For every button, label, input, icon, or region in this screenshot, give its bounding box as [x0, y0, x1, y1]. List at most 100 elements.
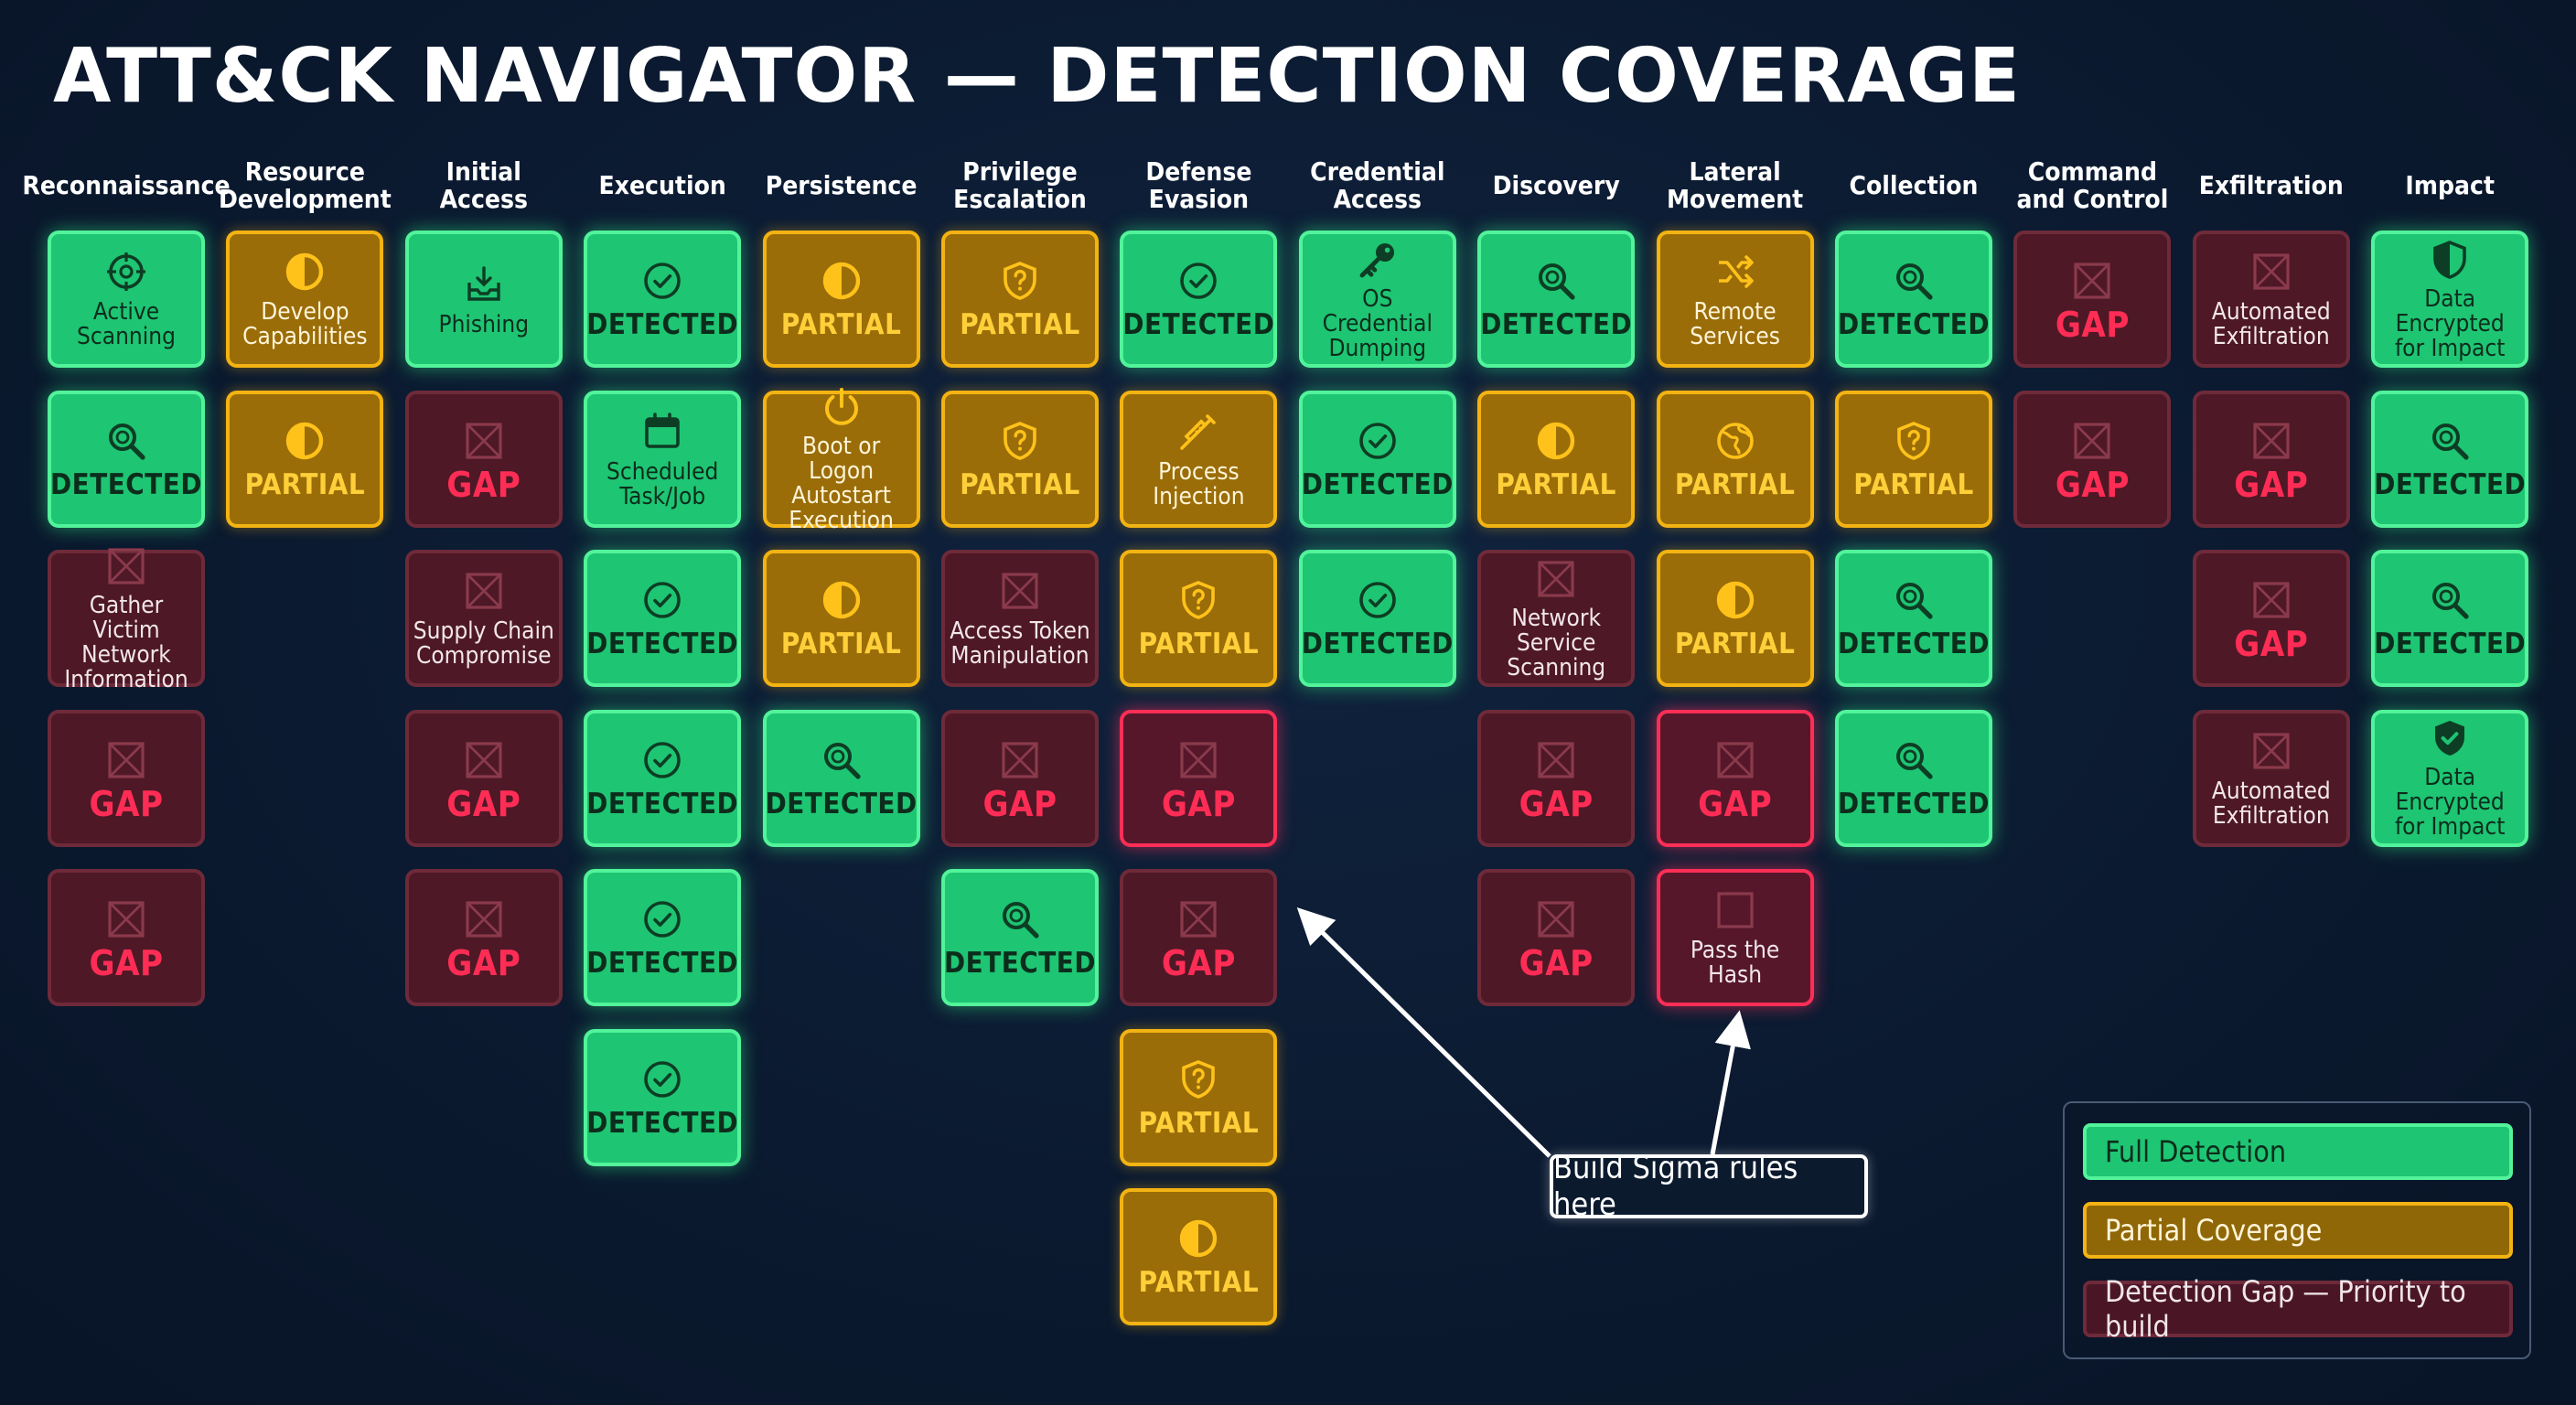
- technique-name: Data Encrypted for Impact: [2394, 284, 2506, 362]
- technique-cell-discovery-3[interactable]: Network Service Scanning: [1477, 550, 1636, 687]
- technique-cell-privilege-escalation-1[interactable]: PARTIAL: [941, 231, 1099, 368]
- technique-cell-lateral-movement-1[interactable]: Remote Services: [1656, 231, 1814, 368]
- shield-question-icon: [998, 418, 1042, 464]
- technique-cell-exfiltration-4[interactable]: Automated Exfiltration: [2192, 709, 2350, 847]
- technique-cell-persistence-2[interactable]: Boot or Logon Autostart Execution: [762, 387, 920, 532]
- technique-cell-execution-3[interactable]: DETECTED: [584, 550, 742, 687]
- technique-cell-persistence-4[interactable]: DETECTED: [762, 709, 920, 847]
- technique-cell-execution-6[interactable]: DETECTED: [584, 1028, 742, 1166]
- technique-cell-privilege-escalation-4[interactable]: GAP: [941, 709, 1099, 847]
- status-label: DETECTED: [50, 467, 203, 501]
- technique-cell-defense-evasion-3[interactable]: PARTIAL: [1120, 550, 1278, 687]
- technique-cell-collection-1[interactable]: DETECTED: [1835, 231, 1992, 368]
- globe-icon: [1713, 418, 1757, 464]
- technique-cell-reconnaissance-3[interactable]: Gather Victim Network Information: [48, 548, 205, 692]
- technique-cell-collection-3[interactable]: DETECTED: [1835, 550, 1992, 687]
- technique-cell-persistence-3[interactable]: PARTIAL: [762, 550, 920, 687]
- technique-name: Network Service Scanning: [1507, 604, 1606, 681]
- technique-cell-lateral-movement-5[interactable]: Pass the Hash: [1656, 869, 1814, 1006]
- technique-cell-discovery-4[interactable]: GAP: [1477, 709, 1636, 847]
- technique-cell-reconnaissance-4[interactable]: GAP: [48, 709, 205, 847]
- technique-cell-defense-evasion-6[interactable]: PARTIAL: [1120, 1028, 1278, 1166]
- technique-cell-credential-access-1[interactable]: OS Credential Dumping: [1298, 231, 1456, 368]
- status-label: GAP: [2234, 624, 2309, 664]
- status-label: GAP: [446, 943, 521, 983]
- technique-cell-impact-2[interactable]: DETECTED: [2371, 390, 2529, 528]
- technique-cell-initial-access-3[interactable]: Supply Chain Compromise: [404, 550, 563, 687]
- technique-cell-exfiltration-1[interactable]: Automated Exfiltration: [2192, 231, 2350, 368]
- technique-cell-reconnaissance-1[interactable]: Active Scanning: [48, 231, 205, 368]
- target-icon: [104, 249, 148, 295]
- half-circle-icon: [1534, 418, 1578, 464]
- technique-cell-initial-access-5[interactable]: GAP: [404, 869, 563, 1006]
- technique-cell-command-and-control-2[interactable]: GAP: [2013, 390, 2172, 528]
- technique-cell-impact-3[interactable]: DETECTED: [2371, 550, 2529, 687]
- technique-cell-impact-4[interactable]: Data Encrypted for Impact: [2371, 709, 2529, 847]
- x-box-icon: [104, 737, 148, 783]
- x-box-icon: [2249, 249, 2293, 295]
- check-circle-icon: [1356, 418, 1400, 464]
- technique-cell-defense-evasion-1[interactable]: DETECTED: [1120, 231, 1278, 368]
- technique-cell-exfiltration-3[interactable]: GAP: [2192, 550, 2350, 687]
- empty-box-icon: [1713, 887, 1757, 933]
- status-label: DETECTED: [586, 308, 739, 341]
- technique-cell-defense-evasion-4[interactable]: GAP: [1120, 709, 1278, 847]
- technique-cell-command-and-control-1[interactable]: GAP: [2013, 231, 2172, 368]
- technique-cell-execution-1[interactable]: DETECTED: [584, 231, 742, 368]
- technique-cell-reconnaissance-5[interactable]: GAP: [48, 869, 205, 1006]
- technique-cell-discovery-2[interactable]: PARTIAL: [1477, 390, 1636, 528]
- tactic-header-discovery: Discovery: [1492, 170, 1620, 200]
- status-label: PARTIAL: [1138, 1106, 1260, 1140]
- technique-cell-execution-5[interactable]: DETECTED: [584, 869, 742, 1006]
- x-box-icon: [1176, 896, 1220, 942]
- legend-partial-coverage: Partial Coverage: [2083, 1202, 2513, 1259]
- technique-cell-reconnaissance-2[interactable]: DETECTED: [48, 390, 205, 528]
- technique-cell-resource-development-1[interactable]: Develop Capabilities: [226, 231, 384, 368]
- technique-cell-privilege-escalation-2[interactable]: PARTIAL: [941, 390, 1099, 528]
- technique-cell-persistence-1[interactable]: PARTIAL: [762, 231, 920, 368]
- status-label: DETECTED: [586, 627, 739, 660]
- technique-cell-impact-1[interactable]: Data Encrypted for Impact: [2371, 231, 2529, 368]
- technique-cell-defense-evasion-2[interactable]: Process Injection: [1120, 390, 1278, 528]
- technique-cell-initial-access-2[interactable]: GAP: [404, 390, 563, 528]
- technique-cell-execution-2[interactable]: Scheduled Task/Job: [584, 390, 742, 528]
- half-circle-icon: [1176, 1216, 1220, 1261]
- x-box-icon: [1534, 737, 1578, 783]
- technique-name: OS Credential Dumping: [1322, 284, 1433, 362]
- technique-cell-privilege-escalation-3[interactable]: Access Token Manipulation: [941, 550, 1099, 687]
- technique-cell-initial-access-4[interactable]: GAP: [404, 709, 563, 847]
- technique-cell-privilege-escalation-5[interactable]: DETECTED: [941, 869, 1099, 1006]
- technique-cell-discovery-5[interactable]: GAP: [1477, 869, 1636, 1006]
- check-circle-icon: [640, 1056, 684, 1102]
- status-label: DETECTED: [1838, 308, 1991, 341]
- technique-cell-lateral-movement-3[interactable]: PARTIAL: [1656, 550, 1814, 687]
- technique-cell-credential-access-3[interactable]: DETECTED: [1298, 550, 1456, 687]
- technique-cell-initial-access-1[interactable]: Phishing: [404, 231, 563, 368]
- technique-cell-defense-evasion-7[interactable]: PARTIAL: [1120, 1188, 1278, 1325]
- technique-cell-execution-4[interactable]: DETECTED: [584, 709, 742, 847]
- half-circle-icon: [283, 418, 327, 464]
- technique-cell-exfiltration-2[interactable]: GAP: [2192, 390, 2350, 528]
- x-box-icon: [462, 568, 506, 614]
- shield-check-icon: [2428, 716, 2472, 760]
- technique-cell-credential-access-2[interactable]: DETECTED: [1298, 390, 1456, 528]
- technique-cell-discovery-1[interactable]: DETECTED: [1477, 231, 1636, 368]
- shield-question-icon: [998, 258, 1042, 304]
- check-circle-icon: [1356, 577, 1400, 623]
- technique-cell-lateral-movement-4[interactable]: GAP: [1656, 709, 1814, 847]
- half-circle-icon: [820, 577, 864, 623]
- technique-cell-lateral-movement-2[interactable]: PARTIAL: [1656, 390, 1814, 528]
- status-label: DETECTED: [586, 787, 739, 820]
- technique-cell-collection-4[interactable]: DETECTED: [1835, 709, 1992, 847]
- status-label: DETECTED: [1122, 308, 1275, 341]
- status-label: PARTIAL: [244, 467, 366, 501]
- status-label: GAP: [2055, 305, 2130, 345]
- technique-name: Boot or Logon Autostart Execution: [789, 432, 894, 534]
- technique-cell-collection-2[interactable]: PARTIAL: [1835, 390, 1992, 528]
- tactic-header-reconnaissance: Reconnaissance: [22, 170, 231, 200]
- technique-cell-resource-development-2[interactable]: PARTIAL: [226, 390, 384, 528]
- technique-cell-defense-evasion-5[interactable]: GAP: [1120, 869, 1278, 1006]
- status-label: PARTIAL: [780, 627, 902, 660]
